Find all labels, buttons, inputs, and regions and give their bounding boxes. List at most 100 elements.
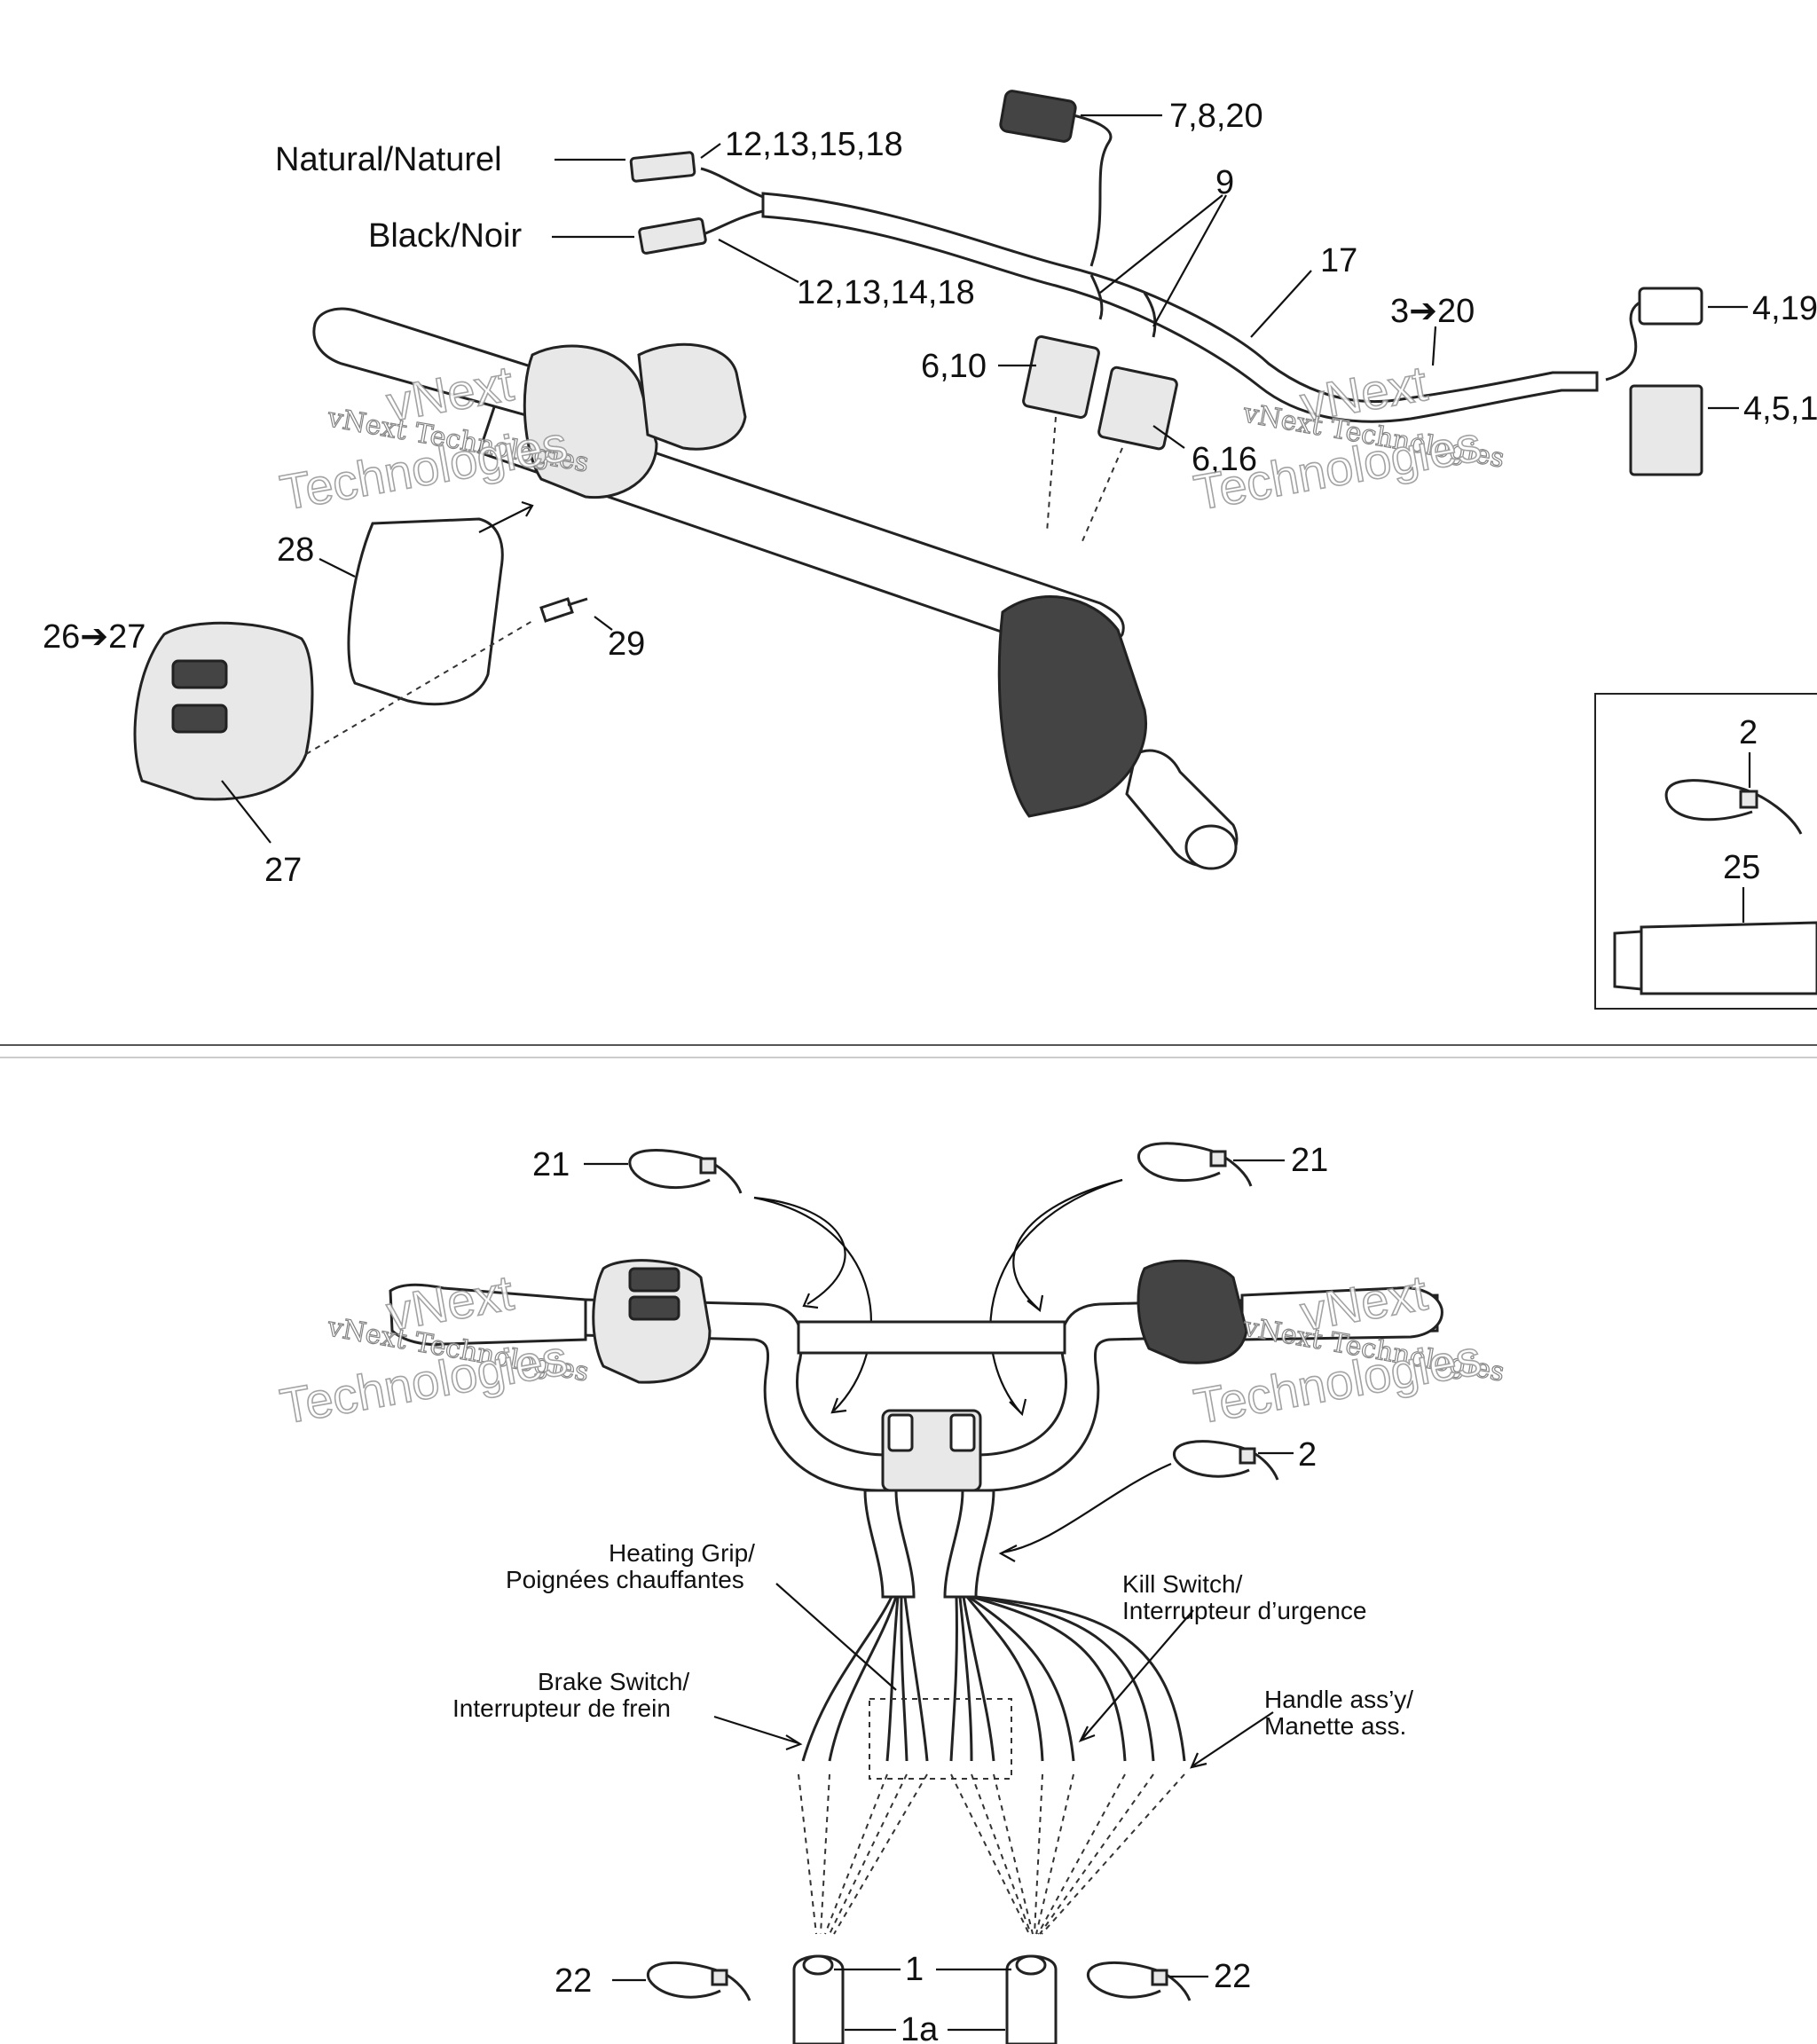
wire-brake-1 [801,1596,893,1762]
label-brake-switch-1: Brake Switch/ [538,1668,689,1695]
brake-master-cylinder [637,342,747,451]
black-connector [638,217,707,255]
label-heating-grip-1: Heating Grip/ [609,1539,755,1567]
leader-brake-switch [713,1715,803,1751]
label-handle-assy-1: Handle ass’y/ [1264,1686,1413,1713]
cable-tie-21-right-head [1209,1150,1227,1167]
harness-branch-9b [1143,292,1157,338]
label-inset-2: 2 [1739,714,1758,751]
label-black: Black/Noir [368,217,522,255]
wire-heat-2 [900,1596,908,1762]
cable-tie-2-lower [1172,1440,1279,1481]
arrow-21-left-b [753,1196,872,1414]
label-handle-assy-2: Manette ass. [1264,1712,1406,1740]
arrow-21-left-a [753,1196,846,1309]
front-left-switch-btn [628,1267,680,1293]
leader-27 [221,780,271,844]
label-natural: Natural/Naturel [275,141,502,178]
label-21-right: 21 [1291,1142,1328,1179]
label-21-left: 21 [532,1146,570,1183]
inset-tie-head [1739,790,1758,809]
label-29: 29 [608,625,645,663]
harness-branch-top [1073,114,1113,267]
arrow-21-right-a [1012,1178,1123,1312]
cable-tie-22-left-head [711,1969,728,1986]
upper-exploded-view [133,90,1748,870]
inset-cable-tie-2 [1664,779,1803,835]
front-right-throttle-housing [1137,1259,1248,1364]
conduit-left [792,1954,845,2044]
label-4-5-1: 4,5,1 [1743,390,1817,428]
wire-handle-3 [975,1595,1186,1762]
label-heating-grip-2: Poignées chauffantes [506,1566,744,1593]
leader-heating-grip [775,1583,897,1691]
module-4-5 [1629,384,1703,476]
conduit-right-top [1015,1954,1047,1976]
cable-tie-21-left-head [699,1157,717,1175]
label-6-16: 6,16 [1192,441,1257,478]
cable-tie-22-right-head [1151,1969,1168,1986]
switch-housing-28 [347,517,504,706]
heating-grip-connector-box [869,1698,1012,1780]
cable-tie-22-left [646,1961,751,2001]
lower-front-view [389,1142,1443,2044]
cable-bundle-left [863,1489,916,1599]
label-22-right: 22 [1214,1958,1251,1995]
label-brake-switch-2: Interrupteur de frein [452,1694,671,1722]
label-7-8-20: 7,8,20 [1169,98,1263,135]
left-switch-housing [523,344,658,499]
tube-25 [1613,921,1817,995]
label-1a: 1a [901,2011,939,2044]
grip-end-cap [1184,824,1238,870]
throttle-housing [997,595,1147,818]
leader-9a [1099,194,1223,294]
label-12-13-14-18: 12,13,14,18 [797,274,975,311]
front-right-grip [1240,1286,1443,1341]
label-9: 9 [1215,164,1234,201]
cable-bundle-right [943,1489,995,1599]
connector-6-16 [1097,366,1178,451]
label-kill-switch-1: Kill Switch/ [1122,1570,1243,1598]
front-left-grip [389,1283,587,1346]
label-2-lower: 2 [1298,1436,1317,1474]
label-28: 28 [277,531,314,569]
cable-tie-21-left [628,1148,743,1194]
natural-connector [629,151,696,183]
leader-9b [1152,194,1227,327]
leader-12-13-15-18 [700,143,721,159]
leader-kill-switch [1078,1609,1194,1743]
dash-right-group [950,1773,1185,1935]
wire-heat-6 [962,1596,995,1762]
cable-tie-21-right [1137,1142,1253,1187]
riser-bolt-left [887,1413,914,1452]
wire-heat-5 [958,1596,973,1762]
wiring-harness [761,192,1599,423]
arrow-2-lower [998,1462,1172,1562]
harness-branch-natural [700,167,764,199]
label-6-10: 6,10 [921,348,987,385]
label-17: 17 [1320,242,1357,279]
harness-branch-right [1605,300,1642,381]
leader-17 [1250,270,1312,338]
harness-branch-9a [1089,274,1104,320]
leader-12-13-14-18 [718,239,799,283]
wire-heat-3 [903,1596,929,1762]
connector-6-10 [1022,335,1100,419]
switch-button-1 [171,659,228,689]
leader-3-20 [1431,326,1437,366]
top-connector-7-8-20 [999,90,1077,143]
leader-28 [319,558,356,578]
arrow-21-right-b [989,1178,1123,1417]
leader-29 [594,616,613,631]
conduit-right [1005,1954,1058,2044]
screw-29 [539,597,588,623]
wire-kill-1 [965,1596,1044,1762]
wire-kill-2 [968,1595,1075,1762]
label-27: 27 [264,852,302,889]
arrow-connectors-to-handlebar [1046,416,1123,542]
wire-heat-4 [949,1596,958,1762]
leader-handle-assy [1190,1711,1274,1769]
wire-heat-1 [885,1596,900,1762]
switch-button-2 [171,704,228,734]
